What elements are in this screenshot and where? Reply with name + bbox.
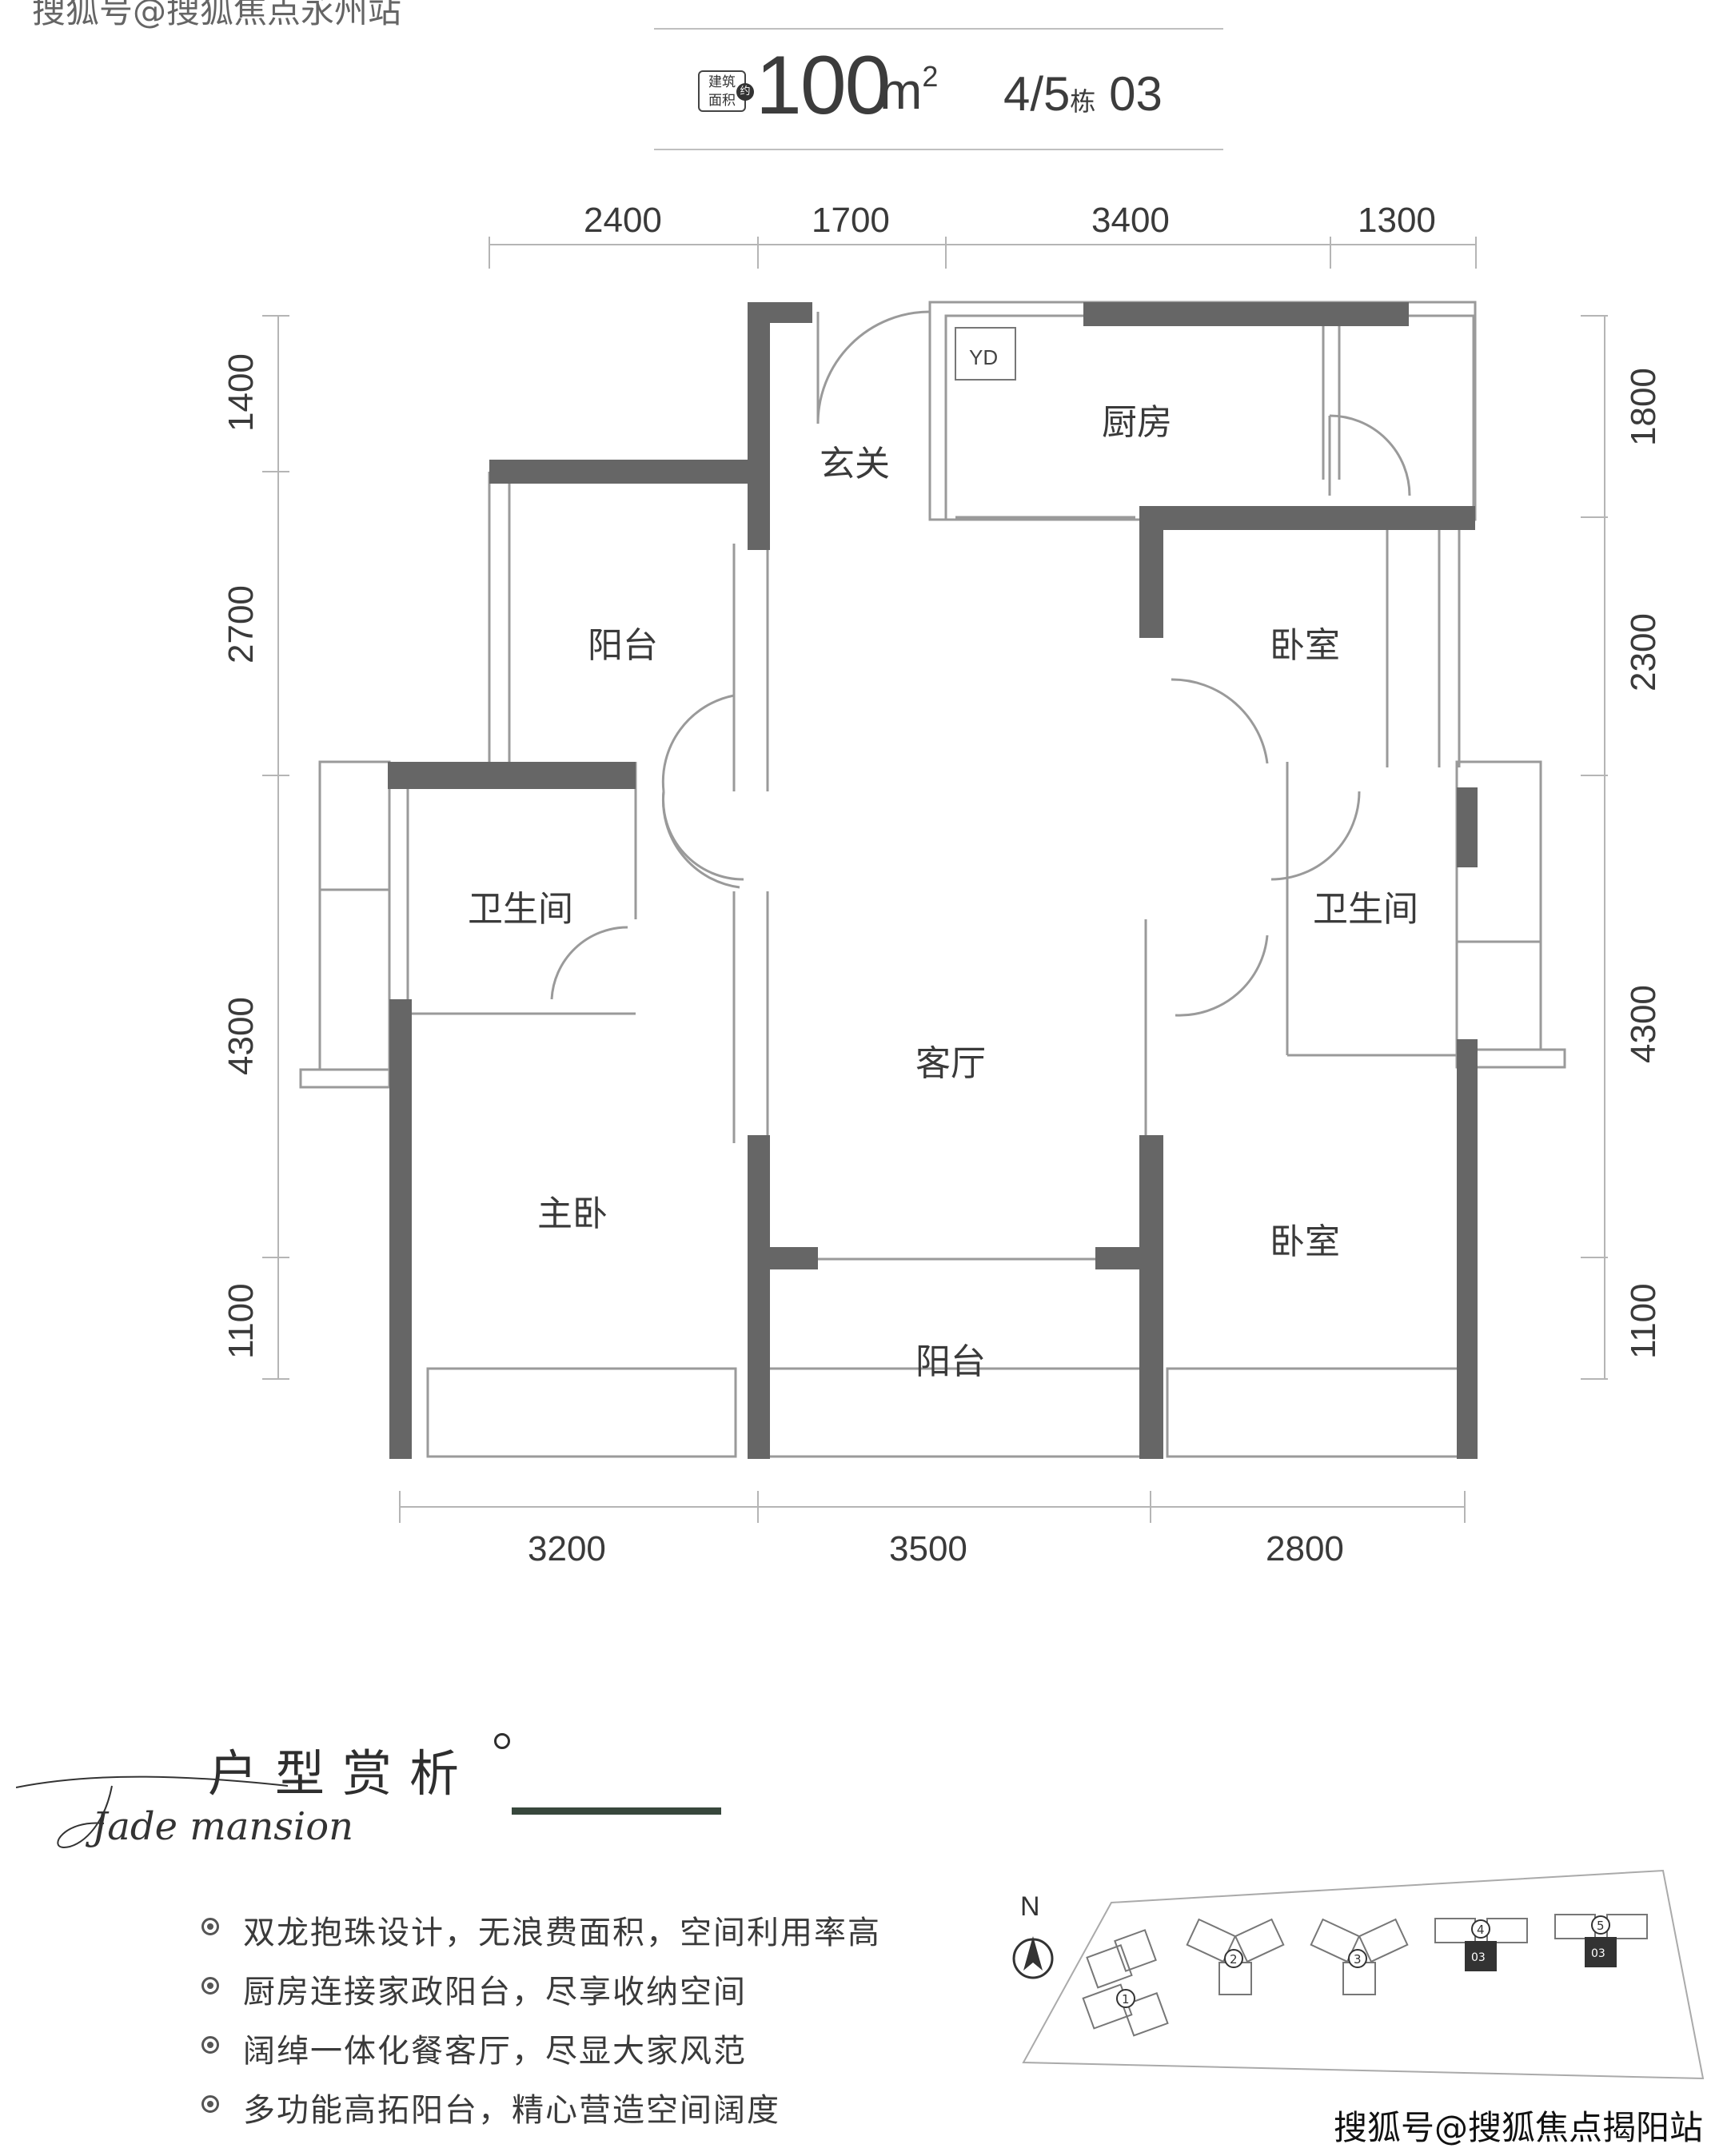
dim-top-1: 2400 [584, 201, 662, 240]
bullet-icon [201, 2095, 219, 2113]
dim-left-2: 2700 [221, 585, 261, 664]
area-value: 100 [756, 39, 891, 132]
room-balcony-bottom: 阳台 [915, 1341, 986, 1382]
dim-top-3: 3400 [1091, 201, 1170, 240]
top-watermark: 搜狐号@搜狐焦点永州站 [32, 0, 402, 30]
section-title-bar [512, 1807, 721, 1815]
feature-list: 双龙抱珠设计，无浪费面积，空间利用率高 厨房连接家政阳台，尽享收纳空间 阔绰一体… [201, 1907, 881, 2143]
appliance-label: YD [969, 345, 998, 369]
thick-walls [388, 302, 1478, 1459]
room-bathroom-left: 卫生间 [468, 889, 573, 930]
dim-top-2: 1700 [812, 201, 890, 240]
bottom-watermark: 搜狐号@搜狐焦点揭阳站 [1333, 2108, 1703, 2147]
building-4-unit [1465, 1941, 1497, 1971]
feature-item: 阔绰一体化餐客厅，尽显大家风范 [201, 2025, 881, 2084]
building-4-marker [1471, 1919, 1490, 1939]
dim-left-1: 1400 [221, 353, 261, 432]
dim-right-2: 2300 [1624, 613, 1663, 691]
header-top-rule [654, 28, 1223, 30]
building-3-marker [1348, 1949, 1367, 1968]
area-badge-line2: 面积 [708, 93, 736, 109]
building-5-unit-label: 03 [1591, 1947, 1605, 1960]
room-entrance: 玄关 [820, 444, 890, 484]
site-map: N 1 2 3 03 4 03 5 [1012, 1869, 1705, 2080]
building-5-label: 5 [1597, 1919, 1605, 1933]
building-4-unit-label: 03 [1471, 1951, 1486, 1964]
building-2-marker [1224, 1949, 1243, 1968]
building-1-label: 1 [1122, 1992, 1130, 2007]
dim-top-4: 1300 [1358, 201, 1436, 240]
unit-number: 03 [1109, 67, 1163, 121]
section-title: 户型赏析 [208, 1744, 477, 1803]
dim-right-3: 4300 [1624, 985, 1663, 1063]
building-3-label: 3 [1354, 1952, 1362, 1967]
feature-item: 多功能高拓阳台，精心营造空间阔度 [201, 2084, 881, 2143]
area-badge-line1: 建筑 [708, 74, 736, 90]
room-master-bedroom: 主卧 [537, 1194, 608, 1234]
floor-plan: YD 玄关 厨房 阳台 卧室 卫生间 卫生间 客厅 主卧 卧室 阳台 2400 … [221, 201, 1663, 1568]
bullet-icon [201, 1918, 219, 1935]
room-bathroom-right: 卫生间 [1313, 889, 1418, 930]
brand-script-text: Jade mansion [85, 1804, 353, 1849]
bullet-icon [201, 1977, 219, 1995]
dim-left-3: 4300 [221, 997, 261, 1075]
area-badge-suffix: 约 [736, 83, 754, 101]
room-balcony-top: 阳台 [588, 625, 658, 666]
building-1 [1082, 1929, 1169, 2037]
north-label: N [1020, 1891, 1040, 1922]
feature-text: 阔绰一体化餐客厅，尽显大家风范 [243, 2033, 747, 2070]
dimension-lines [262, 237, 1608, 1523]
feature-text: 厨房连接家政阳台，尽享收纳空间 [243, 1974, 747, 2011]
dim-bottom-1: 3200 [528, 1529, 606, 1568]
dim-bottom-3: 2800 [1266, 1529, 1344, 1568]
area-unit: m2 [879, 60, 939, 120]
room-bedroom-top-right: 卧室 [1270, 625, 1340, 666]
room-kitchen: 厨房 [1102, 402, 1172, 443]
dim-left-4: 1100 [221, 1283, 261, 1359]
building-1-marker [1116, 1989, 1135, 2008]
site-boundary [1022, 1869, 1705, 2080]
feature-text: 双龙抱珠设计，无浪费面积，空间利用率高 [243, 1915, 881, 1951]
compass-icon: N [1012, 1891, 1054, 1979]
building-4-label: 4 [1477, 1923, 1485, 1937]
room-living: 客厅 [915, 1043, 986, 1084]
building-5-marker [1591, 1915, 1610, 1935]
dim-bottom-2: 3500 [889, 1529, 967, 1568]
area-unit-power: 2 [922, 60, 939, 93]
brand-script-logo: Jade mansion [16, 1775, 353, 1849]
appliance-icon: YD [955, 327, 1016, 381]
building-suffix: 栋 [1070, 87, 1096, 116]
bullet-icon [201, 2036, 219, 2054]
dim-right-4: 1100 [1624, 1283, 1663, 1359]
header-bottom-rule [654, 149, 1223, 150]
feature-item: 双龙抱珠设计，无浪费面积，空间利用率高 [201, 1907, 881, 1966]
feature-text: 多功能高拓阳台，精心营造空间阔度 [243, 2092, 780, 2129]
dim-right-1: 1800 [1624, 368, 1663, 446]
building-label: 4/5栋 03 [1003, 70, 1163, 118]
section-title-dot [494, 1733, 510, 1749]
building-5-unit [1585, 1937, 1617, 1967]
area-unit-m: m [879, 62, 923, 120]
room-bedroom-bottom-right: 卧室 [1270, 1221, 1340, 1262]
building-number: 4/5 [1003, 67, 1071, 121]
building-2-label: 2 [1230, 1952, 1238, 1967]
feature-item: 厨房连接家政阳台，尽享收纳空间 [201, 1966, 881, 2025]
door-swings [550, 310, 1411, 1017]
